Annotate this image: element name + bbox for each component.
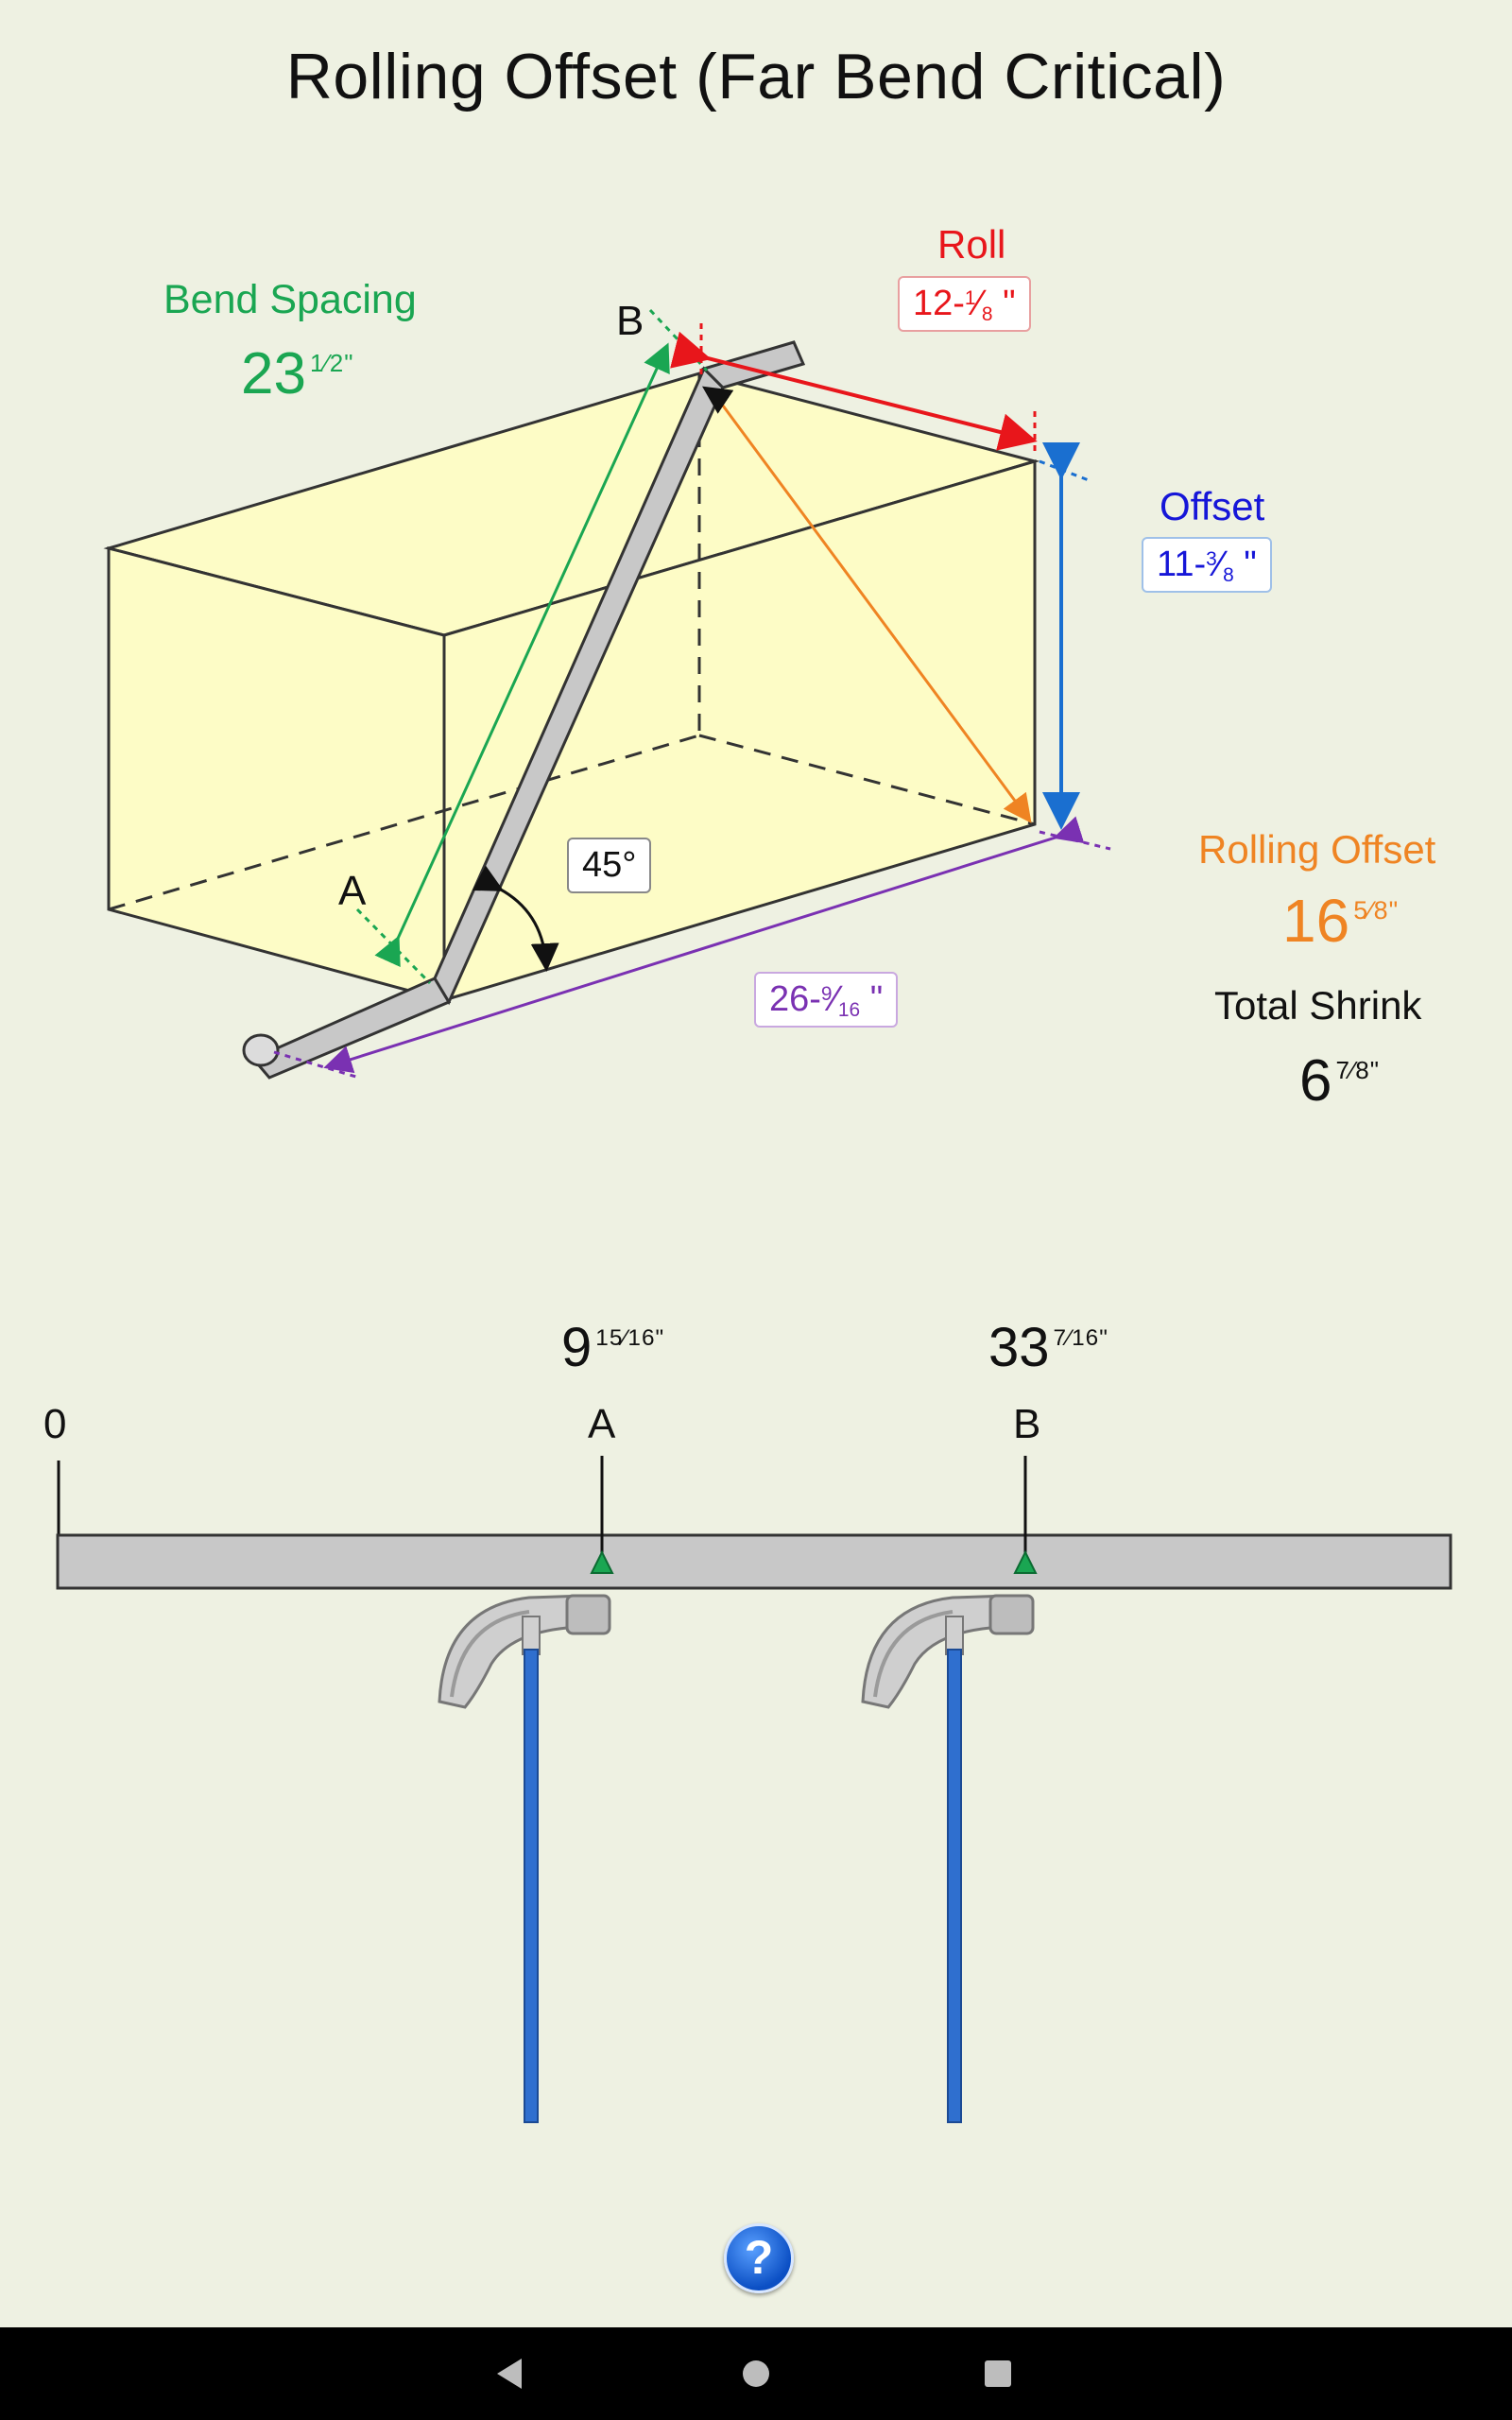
home-icon[interactable]: [737, 2355, 775, 2393]
rolling-offset-label: Rolling Offset: [1198, 827, 1436, 872]
bender-b-icon: [861, 1594, 1035, 2123]
angle-arc: [472, 865, 559, 972]
help-button[interactable]: ?: [724, 2223, 794, 2293]
advance-value-box: 26-9⁄16 ": [754, 972, 899, 1028]
point-b-label: B: [616, 298, 644, 344]
page-title: Rolling Offset (Far Bend Critical): [285, 41, 1227, 112]
angle-value-box: 45°: [567, 838, 652, 893]
mark-b-label: B: [1013, 1401, 1041, 1447]
total-shrink-label: Total Shrink: [1214, 983, 1422, 1028]
mark-a-label: A: [588, 1401, 616, 1447]
bender-a-icon: [438, 1594, 611, 2123]
point-a-label: A: [338, 868, 367, 914]
system-nav-bar: [0, 2327, 1512, 2420]
mark-b-triangle: [1013, 1549, 1038, 1574]
offset-arrow: [1039, 442, 1090, 830]
back-icon[interactable]: [491, 2355, 529, 2393]
advance-arrow: [273, 816, 1111, 1080]
bend-spacing-label: Bend Spacing: [163, 277, 417, 322]
bend-layout-strip: [56, 1456, 1452, 2123]
pipe-strip: [56, 1533, 1452, 1590]
mark-a-triangle: [590, 1549, 614, 1574]
recents-icon[interactable]: [979, 2355, 1017, 2393]
roll-value-box: 12-1⁄8 ": [898, 276, 1031, 332]
offset-value-box: 11-3⁄8 ": [1142, 537, 1272, 593]
offset-label: Offset: [1160, 484, 1265, 528]
rolling-offset-line: [718, 401, 1032, 823]
roll-label: Roll: [937, 222, 1006, 267]
zero-mark-label: 0: [43, 1401, 67, 1447]
roll-arrow: [670, 323, 1038, 454]
